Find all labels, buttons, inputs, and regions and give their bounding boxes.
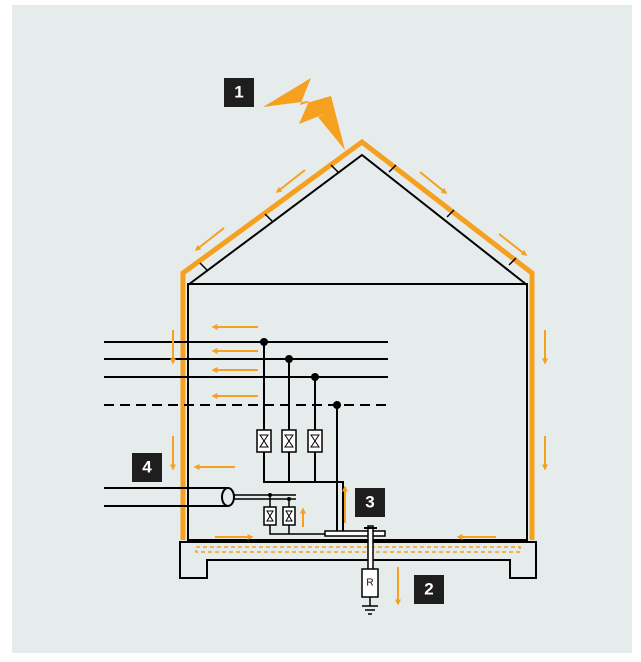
- surge-protector-2: [281, 429, 297, 453]
- ground-icon: [362, 597, 378, 615]
- tag-3: 3: [355, 488, 385, 517]
- earth-resistor: R: [361, 568, 379, 598]
- svg-text:3: 3: [365, 492, 374, 511]
- external-conductor: [180, 138, 535, 540]
- tag-1: 1: [224, 78, 254, 107]
- current-flow-arrows: [170, 169, 548, 606]
- supply-lines: [104, 341, 388, 406]
- surge-protector-1: [256, 429, 272, 453]
- resistor-label: R: [366, 578, 373, 589]
- surge-protector-3: [307, 429, 323, 453]
- tag-2: 2: [414, 575, 444, 604]
- roof-hatch-marks: [199, 164, 517, 271]
- tag-4: 4: [132, 453, 162, 482]
- data-surge-protectors: [263, 495, 368, 535]
- line-junctions: [260, 338, 341, 409]
- svg-text:1: 1: [234, 82, 243, 101]
- roof-outline: [187, 153, 528, 286]
- svg-text:4: 4: [142, 457, 152, 476]
- foundation-earth-electrode: [195, 546, 521, 553]
- drop-wires: [263, 342, 344, 534]
- equipotential-bonding-bar: [324, 525, 386, 571]
- building-interior: [187, 283, 528, 541]
- data-cable: [104, 487, 296, 507]
- foundation: [179, 541, 537, 579]
- svg-text:2: 2: [424, 579, 433, 598]
- lightning-bolt-icon: [263, 78, 345, 150]
- data-line-junctions: [268, 493, 291, 501]
